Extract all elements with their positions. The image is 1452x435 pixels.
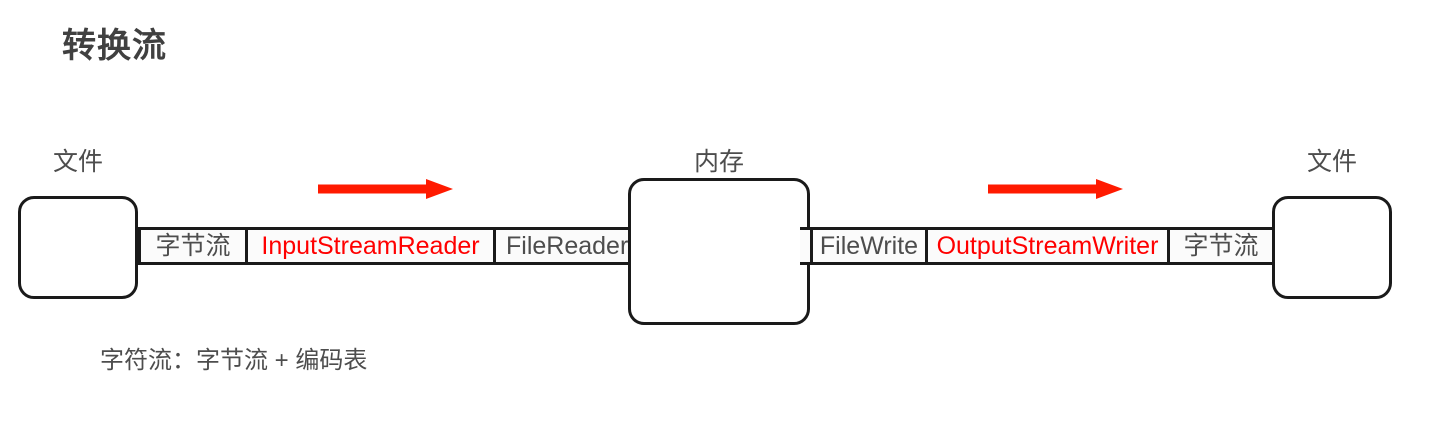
node-file-right-label: 文件 [1306,148,1357,176]
band-cell-file-writer: FileWrite [810,230,928,262]
page-title: 转换流 [62,27,167,65]
node-file-right [1272,196,1392,299]
band-cell-label: InputStreamReader [261,231,480,260]
node-memory-label: 内存 [693,148,744,176]
band-cell-label: FileWrite [819,231,919,260]
arrow-read [318,178,453,200]
band-cell-input-stream-reader: InputStreamReader [248,230,496,262]
arrow-write [988,178,1123,200]
band-cell-output-stream-writer: OutputStreamWriter [928,230,1170,262]
band-cell-label: 字节流 [155,231,231,260]
band-cell-label: OutputStreamWriter [936,231,1159,260]
node-file-left [18,196,138,299]
band-cell-output-byte-stream: 字节流 [1170,230,1275,262]
input-band: 字节流 InputStreamReader FileReader [138,227,658,265]
diagram-caption: 字符流：字节流 + 编码表 [100,347,368,374]
band-cell-label: 字节流 [1183,231,1259,260]
node-memory [628,178,810,325]
band-cell-input-byte-stream: 字节流 [138,230,248,262]
node-file-left-label: 文件 [52,148,103,176]
band-cell-label: FileReader [506,231,629,260]
output-band: FileWrite OutputStreamWriter 字节流 [810,227,1275,265]
